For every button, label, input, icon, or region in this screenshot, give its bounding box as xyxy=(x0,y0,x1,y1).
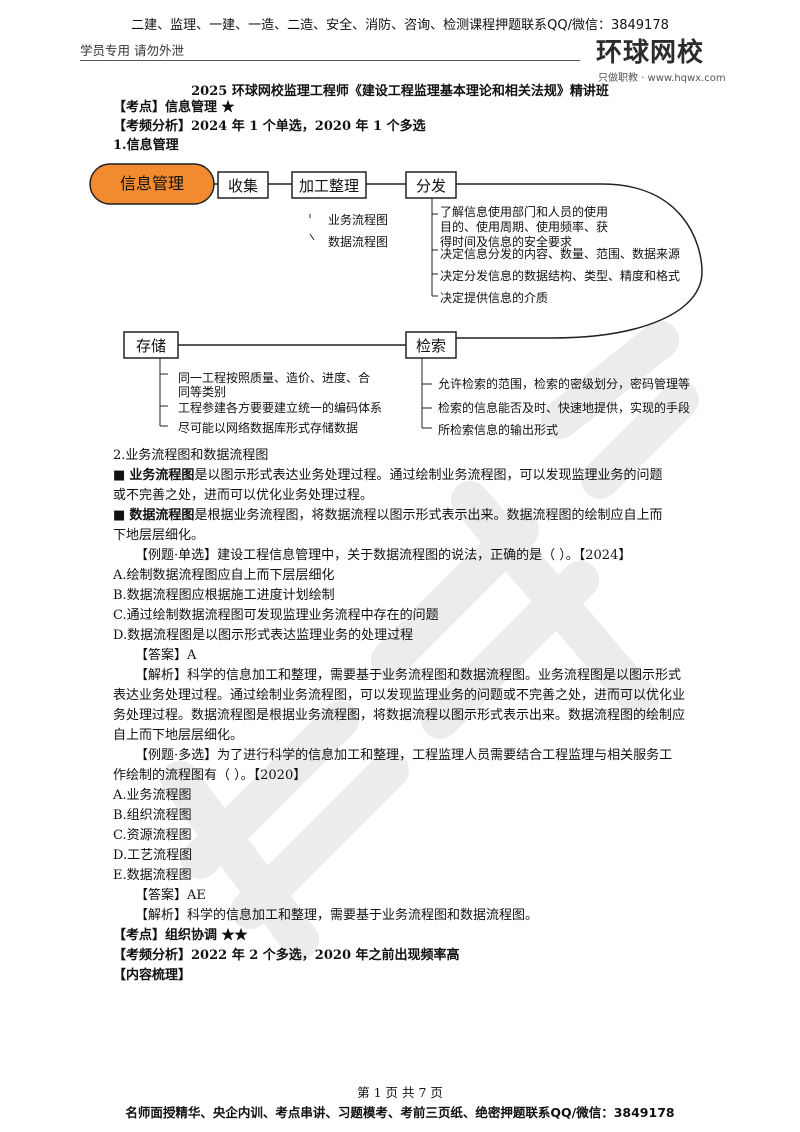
q2-stem-2: 作绘制的流程图有（ ）。【2020】 xyxy=(113,768,307,783)
q1-analysis-2: 表达业务处理过程。通过绘制业务流程图，可以发现监理业务的问题或不完善之处，进而可… xyxy=(113,688,686,703)
kaodian-heading: 【考点】信息管理 ★ xyxy=(113,100,235,115)
distribute-item-3: 得时间及信息的安全要求 xyxy=(440,234,572,249)
bullet-business-flow: ■ 业务流程图是以图示形式表达业务处理过程。通过绘制业务流程图，可以发现监理业务… xyxy=(113,466,662,485)
content-outline-heading: 【内容梳理】 xyxy=(113,968,192,983)
store-box xyxy=(123,331,179,359)
student-only-note: 学员专用 请勿外泄 xyxy=(80,43,184,58)
retrieve-item-3: 所检索信息的输出形式 xyxy=(438,422,558,437)
retrieve-item-2: 检索的信息能否及时、快速地提供，实现的手段 xyxy=(438,400,690,415)
q2-option-a: A.业务流程图 xyxy=(113,788,192,803)
q2-analysis: 【解析】科学的信息加工和整理，需要基于业务流程图和数据流程图。 xyxy=(135,908,539,923)
store-label: 存储 xyxy=(136,337,166,355)
distribute-item-6: 决定提供信息的介质 xyxy=(440,290,548,305)
q2-option-c: C.资源流程图 xyxy=(113,828,192,843)
watermark-logo xyxy=(161,321,699,959)
flow-curve xyxy=(456,183,703,339)
kaodian-heading-2: 【考点】组织协调 ★★ xyxy=(113,928,248,943)
header-divider xyxy=(80,60,580,61)
distribute-label: 分发 xyxy=(416,177,446,195)
subsection-heading: 1.信息管理 xyxy=(113,138,179,153)
distribute-item-5: 决定分发信息的数据结构、类型、精度和格式 xyxy=(440,268,680,283)
q1-option-d: D.数据流程图是以图示形式表达监理业务的处理过程 xyxy=(113,628,414,643)
store-item-4: 尽可能以网络数据库形式存储数据 xyxy=(178,420,358,435)
collect-box xyxy=(217,171,269,199)
distribute-item-1: 了解信息使用部门和人员的使用 xyxy=(440,204,608,219)
kaopin-heading-2: 【考频分析】2022 年 2 个多选，2020 年之前出现频率高 xyxy=(113,948,460,963)
distribute-box xyxy=(405,171,457,199)
q1-stem: 【例题·单选】建设工程信息管理中，关于数据流程图的说法，正确的是（ ）。【202… xyxy=(135,548,632,563)
logo-subtitle: 只做职教 · www.hqwx.com xyxy=(598,73,726,84)
bullet-text: 是根据业务流程图，将数据流程以图示形式表示出来。数据流程图的绘制应自上而 xyxy=(194,508,663,523)
center-label: 信息管理 xyxy=(120,174,184,193)
q1-answer: 【答案】A xyxy=(135,648,197,663)
page-number: 第 1 页 共 7 页 xyxy=(357,1085,443,1100)
bullet-text: 是以图示形式表达业务处理过程。通过绘制业务流程图，可以发现监理业务的问题 xyxy=(194,468,663,483)
retrieve-item-1: 允许检索的范围，检索的密级划分，密码管理等 xyxy=(438,376,690,391)
logo-text: 环球网校 xyxy=(596,38,705,68)
q2-option-b: B.组织流程图 xyxy=(113,808,192,823)
process-label: 加工整理 xyxy=(299,177,359,195)
store-item-1: 同一工程按照质量、造价、进度、合 xyxy=(178,370,370,385)
store-item-2: 同等类别 xyxy=(178,385,226,399)
info-management-diagram: 信息管理 收集 加工整理 分发 检索 存储 业务流程图 数据流程图 了解信息使用… xyxy=(89,163,703,437)
bullet-square: ■ xyxy=(113,468,130,483)
q1-option-a: A.绘制数据流程图应自上而下层层细化 xyxy=(113,568,335,583)
q1-analysis-4: 自上而下地层层细化。 xyxy=(113,728,244,743)
q2-option-d: D.工艺流程图 xyxy=(113,848,193,863)
bullet-data-flow-cont: 下地层层细化。 xyxy=(113,528,205,543)
process-box xyxy=(291,171,367,199)
store-item-3: 工程参建各方要要建立统一的编码体系 xyxy=(178,400,382,415)
bullet-term: 业务流程图 xyxy=(129,468,195,483)
q1-analysis-3: 务处理过程。数据流程图是根据业务流程图，将数据流程以图示形式表示出来。数据流程图… xyxy=(113,708,686,723)
retrieve-label: 检索 xyxy=(416,337,446,355)
bullet-data-flow: ■ 数据流程图是根据业务流程图，将数据流程以图示形式表示出来。数据流程图的绘制应… xyxy=(113,506,662,525)
subsection2-heading: 2.业务流程图和数据流程图 xyxy=(113,448,269,463)
q1-analysis-1: 【解析】科学的信息加工和整理，需要基于业务流程图和数据流程图。业务流程图是以图示… xyxy=(135,668,682,683)
collect-label: 收集 xyxy=(228,177,258,195)
q2-answer: 【答案】AE xyxy=(135,888,206,903)
bullet-term: 数据流程图 xyxy=(129,508,195,523)
page-title: 2025 环球网校监理工程师《建设工程监理基本理论和相关法规》精讲班 xyxy=(191,84,609,99)
process-item-1: 业务流程图 xyxy=(328,212,388,227)
distribute-item-2: 目的、使用周期、使用频率、获 xyxy=(440,219,608,234)
brand-logo: 环球网校 只做职教 · www.hqwx.com xyxy=(596,32,736,84)
footer-promo: 名师面授精华、央企内训、考点串讲、习题模考、考前三页纸、绝密押题联系QQ/微信：… xyxy=(125,1105,675,1120)
bullet-square: ■ xyxy=(113,508,130,523)
bullet-business-flow-cont: 或不完善之处，进而可以优化业务处理过程。 xyxy=(113,488,374,503)
kaopin-heading: 【考频分析】2024 年 1 个单选，2020 年 1 个多选 xyxy=(113,119,426,134)
distribute-item-4: 决定信息分发的内容、数量、范围、数据来源 xyxy=(440,246,680,261)
q1-option-c: C.通过绘制数据流程图可发现监理业务流程中存在的问题 xyxy=(113,608,439,623)
q2-option-e: E.数据流程图 xyxy=(113,868,192,883)
q1-option-b: B.数据流程图应根据施工进度计划绘制 xyxy=(113,588,335,603)
top-promo-banner: 二建、监理、一建、一造、二造、安全、消防、咨询、检测课程押题联系QQ/微信：38… xyxy=(131,18,669,33)
process-item-2: 数据流程图 xyxy=(328,234,388,249)
q2-stem-1: 【例题·多选】为了进行科学的信息加工和整理，工程监理人员需要结合工程监理与相关服… xyxy=(135,748,673,763)
retrieve-box xyxy=(405,331,457,359)
